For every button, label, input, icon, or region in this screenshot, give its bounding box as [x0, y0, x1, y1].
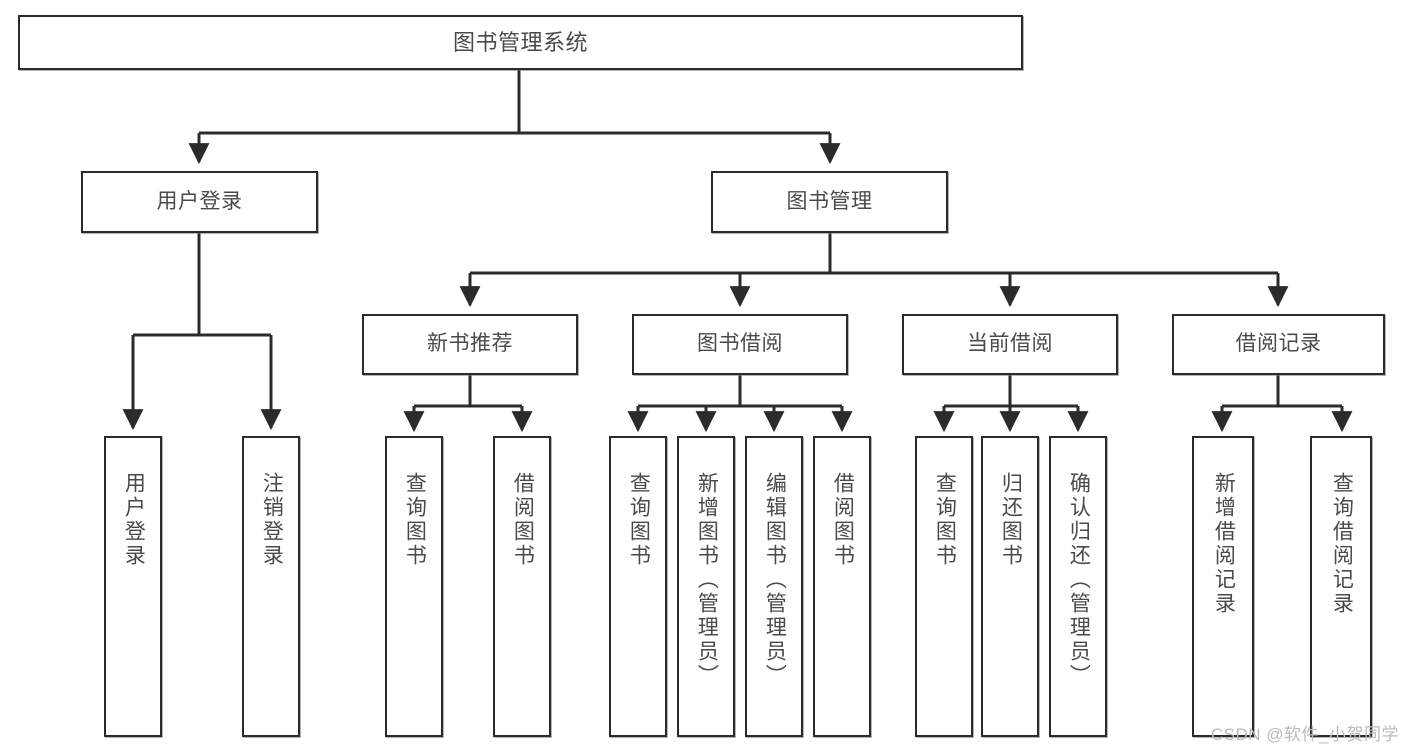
node-label: 借阅记录 — [1235, 332, 1322, 356]
leaf-label: 查询图书 — [627, 472, 651, 568]
leaf-borrow-book-borrow[interactable]: 借阅图书 — [813, 436, 871, 737]
leaf-label: 借阅图书 — [511, 472, 535, 568]
leaf-query-book-recommend[interactable]: 查询图书 — [385, 436, 443, 737]
node-label: 图书借阅 — [697, 332, 783, 356]
leaf-label: 查询图书 — [933, 472, 957, 568]
leaf-query-book-current[interactable]: 查询图书 — [915, 436, 973, 737]
leaf-label: 用户登录 — [122, 472, 146, 568]
leaf-label: 编辑图书（管理员） — [763, 472, 787, 688]
leaf-label: 新增借阅记录 — [1212, 472, 1236, 616]
node-book-management-system[interactable]: 图书管理系统 — [18, 15, 1023, 70]
leaf-label: 注销登录 — [260, 472, 284, 568]
leaf-return-book[interactable]: 归还图书 — [981, 436, 1039, 737]
leaf-label: 借阅图书 — [831, 472, 855, 568]
leaf-query-borrow-record[interactable]: 查询借阅记录 — [1310, 436, 1372, 737]
leaf-label: 确认归还（管理员） — [1067, 472, 1091, 688]
leaf-label: 新增图书（管理员） — [695, 472, 719, 688]
node-book-manage[interactable]: 图书管理 — [711, 171, 948, 233]
leaf-edit-book-admin[interactable]: 编辑图书（管理员） — [745, 436, 803, 737]
leaf-label: 查询借阅记录 — [1330, 472, 1354, 616]
node-label: 新书推荐 — [427, 332, 513, 356]
leaf-query-book-borrow[interactable]: 查询图书 — [609, 436, 667, 737]
watermark: CSDN @软件_小贺同学 — [1210, 725, 1399, 744]
node-label: 图书管理系统 — [452, 29, 588, 55]
node-label: 用户登录 — [156, 189, 243, 213]
leaf-logout-login[interactable]: 注销登录 — [242, 436, 300, 737]
leaf-label: 查询图书 — [403, 472, 427, 568]
leaf-user-login[interactable]: 用户登录 — [104, 436, 162, 737]
leaf-confirm-return-admin[interactable]: 确认归还（管理员） — [1049, 436, 1107, 737]
node-label: 当前借阅 — [967, 332, 1053, 356]
leaf-label: 归还图书 — [999, 472, 1023, 568]
node-new-book-recommend[interactable]: 新书推荐 — [362, 314, 578, 375]
node-user-login[interactable]: 用户登录 — [81, 171, 318, 233]
leaf-borrow-book-recommend[interactable]: 借阅图书 — [493, 436, 551, 737]
node-book-borrow[interactable]: 图书借阅 — [632, 314, 848, 375]
node-borrow-record[interactable]: 借阅记录 — [1172, 314, 1385, 375]
leaf-add-borrow-record[interactable]: 新增借阅记录 — [1192, 436, 1254, 737]
leaf-add-book-admin[interactable]: 新增图书（管理员） — [677, 436, 735, 737]
node-current-borrow[interactable]: 当前借阅 — [902, 314, 1118, 375]
node-label: 图书管理 — [786, 189, 873, 213]
